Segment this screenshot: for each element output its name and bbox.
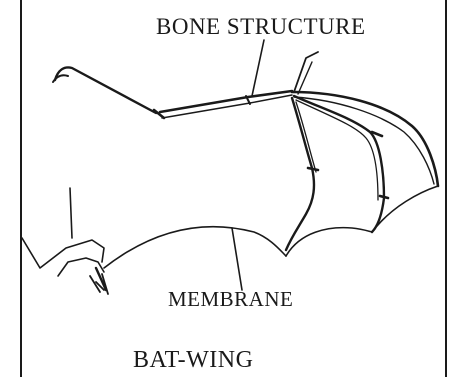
leader-lines <box>232 40 264 290</box>
membrane-label: MEMBRANE <box>168 287 293 312</box>
wing-fingers <box>286 92 438 250</box>
thumb-claw <box>22 188 108 294</box>
wrist-spurs <box>294 52 318 94</box>
bone-structure-label: BONE STRUCTURE <box>156 14 366 40</box>
diagram-caption: BAT-WING <box>133 347 253 374</box>
